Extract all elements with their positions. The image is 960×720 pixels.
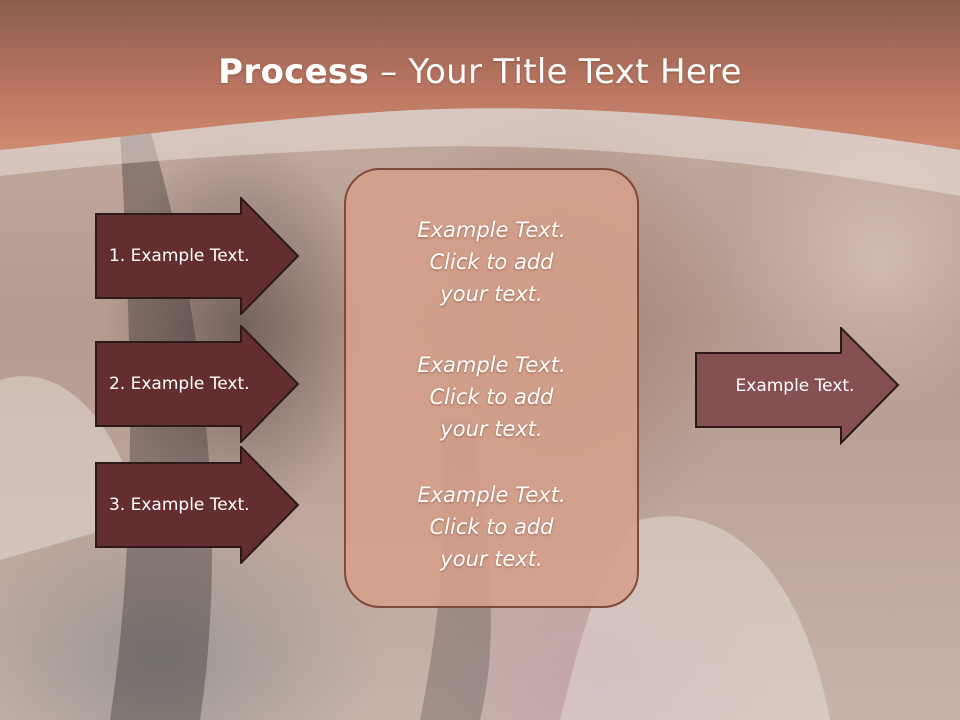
arrow-right-shape-icon: [95, 325, 300, 443]
title-rest-text: – Your Title Text Here: [369, 52, 742, 92]
text-line: Click to add: [429, 515, 554, 539]
result-arrow[interactable]: Example Text.: [695, 327, 900, 445]
arrow-right-shape-icon: [95, 446, 300, 564]
text-line: Example Text.: [417, 483, 566, 507]
process-arrow-label: 2. Example Text.: [109, 374, 250, 394]
text-line: Click to add: [429, 385, 554, 409]
text-line: your text.: [440, 417, 543, 441]
result-arrow-label: Example Text.: [735, 376, 855, 396]
center-text-block-3: Example Text. Click to add your text.: [346, 479, 637, 575]
title-bold-text: Process: [218, 52, 370, 92]
center-text-block-2: Example Text. Click to add your text.: [346, 349, 637, 445]
arrow-right-shape-icon: [695, 327, 900, 445]
center-text-block-1: Example Text. Click to add your text.: [346, 214, 637, 310]
process-arrow-1[interactable]: 1. Example Text.: [95, 197, 300, 315]
text-line: Example Text.: [417, 353, 566, 377]
process-arrow-3[interactable]: 3. Example Text.: [95, 446, 300, 564]
text-line: your text.: [440, 282, 543, 306]
arrow-right-shape-icon: [95, 197, 300, 315]
text-line: Example Text.: [417, 218, 566, 242]
text-line: Click to add: [429, 250, 554, 274]
process-arrow-label: 3. Example Text.: [109, 495, 250, 515]
text-line: your text.: [440, 547, 543, 571]
center-text-box[interactable]: Example Text. Click to add your text. Ex…: [344, 168, 639, 608]
process-arrow-2[interactable]: 2. Example Text.: [95, 325, 300, 443]
slide-title[interactable]: Process – Your Title Text Here: [0, 52, 960, 92]
process-arrow-label: 1. Example Text.: [109, 246, 250, 266]
